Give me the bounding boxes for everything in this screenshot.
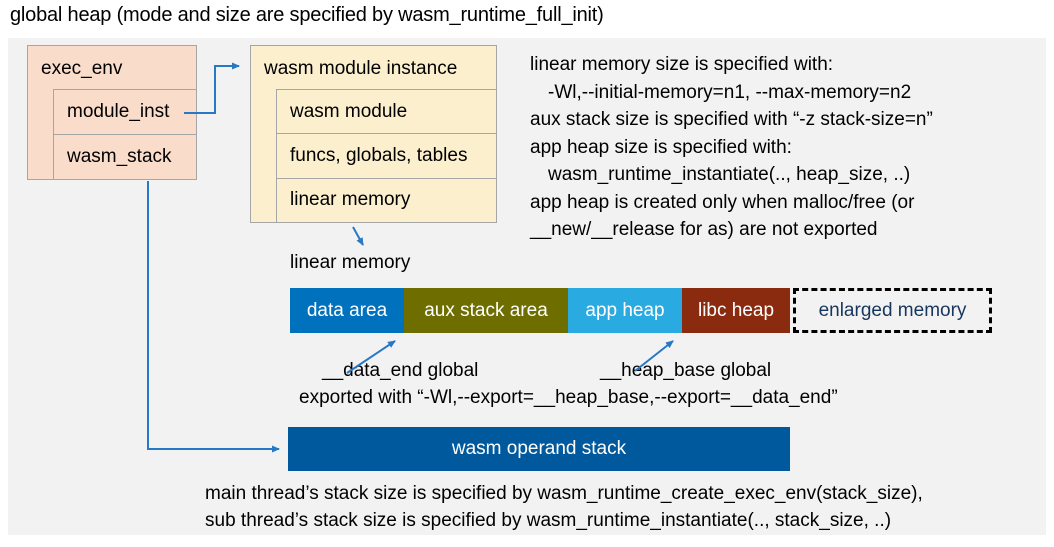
linear-memory-label: linear memory: [290, 252, 411, 273]
note-line: linear memory size is specified with:: [530, 54, 834, 75]
memory-segment-libc-heap: libc heap: [682, 288, 790, 333]
export-flags-label: exported with “-Wl,--export=__heap_base,…: [299, 387, 838, 408]
box-row: funcs, globals, tables: [276, 133, 497, 179]
box-row: linear memory: [276, 177, 497, 223]
memory-segment-app-heap: app heap: [568, 288, 682, 333]
note-line: sub thread’s stack size is specified by …: [205, 510, 892, 531]
wasm-module-instance-header: wasm module instance: [264, 57, 458, 79]
note-line: wasm_runtime_instantiate(.., heap_size, …: [548, 164, 911, 185]
note-line: app heap is created only when malloc/fre…: [530, 191, 915, 213]
box-row: module_inst: [53, 89, 197, 135]
note-line: main thread’s stack size is specified by…: [205, 483, 923, 504]
data-end-global-label: __data_end global: [322, 360, 479, 381]
note-line: -Wl,--initial-memory=n1, --max-memory=n2: [548, 81, 912, 103]
box-row: wasm module: [276, 89, 497, 135]
page-title: global heap (mode and size are specified…: [10, 4, 604, 26]
memory-segment-data-area: data area: [290, 288, 404, 333]
note-line: aux stack size is specified with “-z sta…: [530, 109, 933, 130]
memory-segment-enlarged-memory: enlarged memory: [793, 288, 992, 333]
stack-size-notes: main thread’s stack size is specified by…: [205, 480, 923, 534]
note-line: __new/__release for as) are not exported: [530, 219, 878, 240]
memory-segment-aux-stack-area: aux stack area: [404, 288, 568, 333]
heap-base-global-label: __heap_base global: [600, 360, 772, 381]
memory-size-notes: linear memory size is specified with: -Wl…: [530, 51, 933, 244]
wasm-operand-stack-bar: wasm operand stack: [288, 427, 790, 471]
exec-env-header: exec_env: [41, 57, 123, 79]
box-row: wasm_stack: [53, 134, 197, 180]
note-line: app heap size is specified with:: [530, 136, 792, 158]
